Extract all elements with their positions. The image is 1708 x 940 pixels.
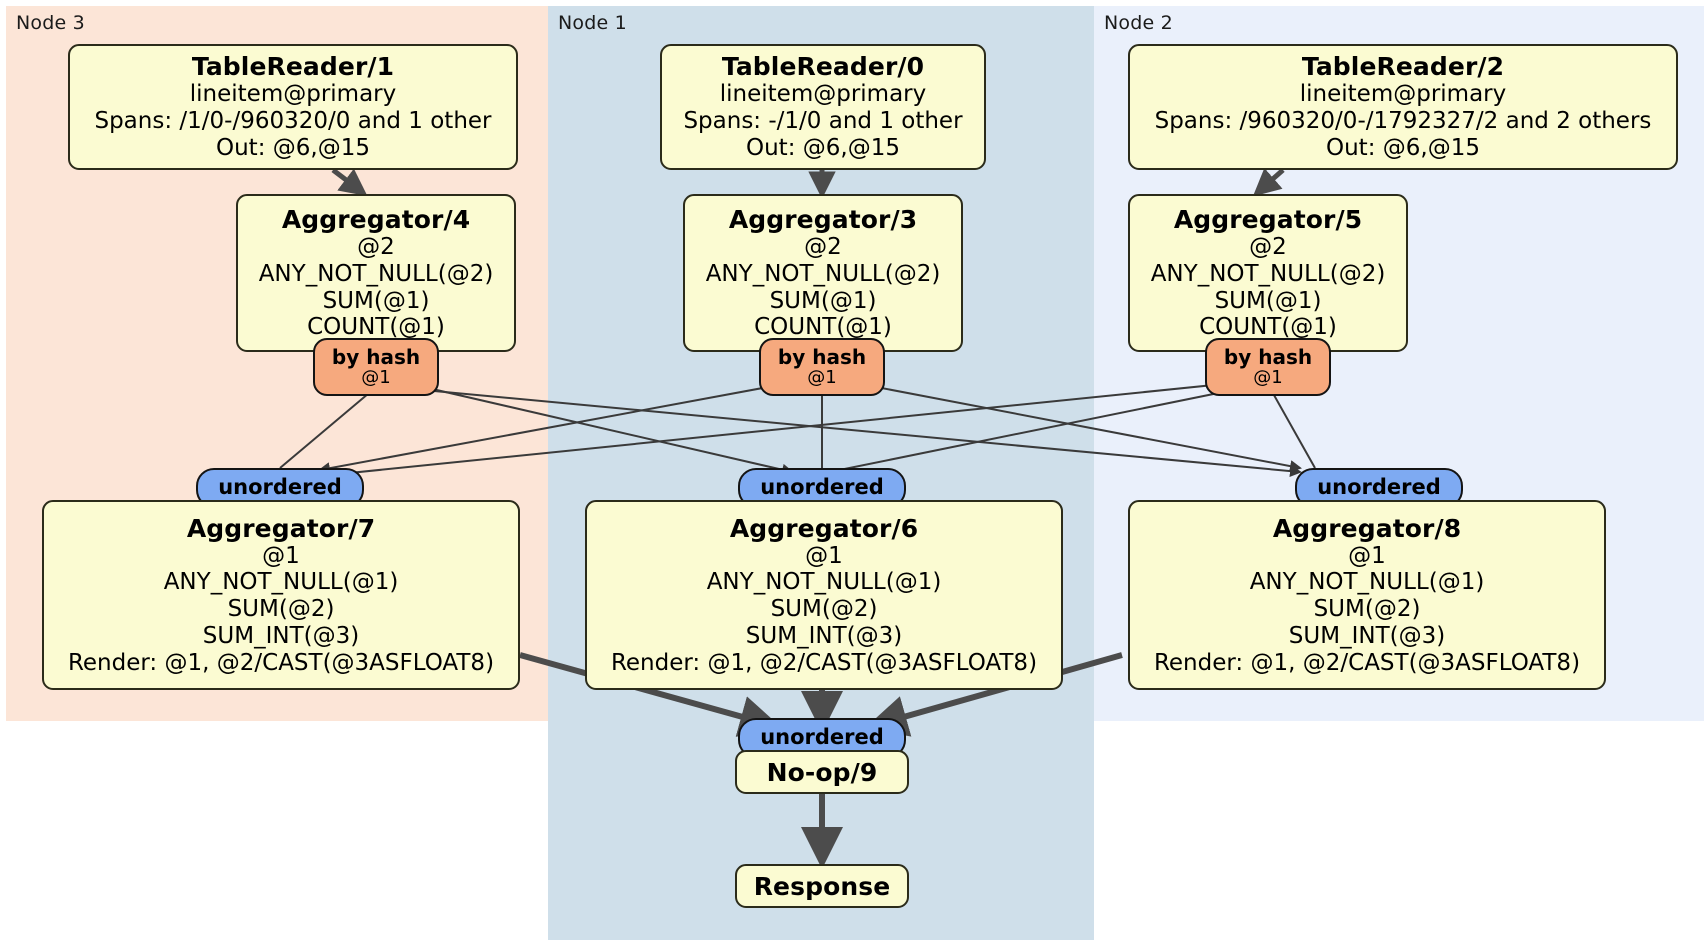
processor-tablereader-0[interactable]: TableReader/0 lineitem@primary Spans: -/…: [660, 44, 986, 170]
processor-tablereader-2[interactable]: TableReader/2 lineitem@primary Spans: /9…: [1128, 44, 1678, 170]
node-panel-label-node1: Node 1: [558, 12, 627, 34]
processor-line: lineitem@primary: [189, 81, 397, 108]
synchronizer-label: unordered: [760, 475, 884, 500]
processor-line: SUM(@2): [770, 596, 878, 623]
router-hash-aggregator-5[interactable]: by hash @1: [1205, 338, 1331, 396]
processor-line: @2: [1249, 234, 1287, 261]
processor-response[interactable]: Response: [735, 864, 909, 908]
processor-title: Aggregator/4: [281, 205, 471, 235]
processor-line: @2: [357, 234, 395, 261]
processor-title: Aggregator/8: [1272, 513, 1462, 543]
processor-line: lineitem@primary: [1299, 81, 1507, 108]
processor-line: ANY_NOT_NULL(@1): [1249, 569, 1485, 596]
router-hash-aggregator-3[interactable]: by hash @1: [759, 338, 885, 396]
processor-line: ANY_NOT_NULL(@2): [1150, 260, 1386, 287]
processor-title: Aggregator/5: [1173, 205, 1363, 235]
router-label: by hash: [1223, 345, 1313, 370]
processor-title: Aggregator/6: [729, 513, 919, 543]
processor-tablereader-1[interactable]: TableReader/1 lineitem@primary Spans: /1…: [68, 44, 518, 170]
router-column: @1: [1253, 367, 1283, 389]
processor-line: COUNT(@1): [754, 314, 892, 341]
processor-title: TableReader/1: [191, 52, 395, 82]
synchronizer-label: unordered: [760, 725, 884, 750]
processor-line: ANY_NOT_NULL(@1): [706, 569, 942, 596]
processor-aggregator-8[interactable]: Aggregator/8 @1 ANY_NOT_NULL(@1) SUM(@2)…: [1128, 500, 1606, 690]
processor-line: @1: [262, 542, 300, 569]
node-panel-label-node2: Node 2: [1104, 12, 1173, 34]
processor-line: SUM(@1): [1214, 287, 1322, 314]
processor-aggregator-3[interactable]: Aggregator/3 @2 ANY_NOT_NULL(@2) SUM(@1)…: [683, 194, 963, 352]
processor-line: SUM(@1): [769, 287, 877, 314]
processor-line: SUM_INT(@3): [1288, 622, 1446, 649]
processor-line: SUM(@1): [322, 287, 430, 314]
processor-title: No-op/9: [766, 757, 878, 787]
synchronizer-label: unordered: [218, 475, 342, 500]
processor-line: Render: @1, @2/CAST(@3ASFLOAT8): [1153, 649, 1581, 676]
processor-title: Aggregator/7: [186, 513, 376, 543]
processor-title: Aggregator/3: [728, 205, 918, 235]
processor-line: Out: @6,@15: [746, 134, 900, 161]
processor-aggregator-4[interactable]: Aggregator/4 @2 ANY_NOT_NULL(@2) SUM(@1)…: [236, 194, 516, 352]
processor-line: @1: [1348, 542, 1386, 569]
processor-line: lineitem@primary: [719, 81, 927, 108]
node-panel-label-node3: Node 3: [16, 12, 85, 34]
processor-title: Response: [753, 871, 891, 901]
router-label: by hash: [777, 345, 867, 370]
processor-line: ANY_NOT_NULL(@2): [258, 260, 494, 287]
router-column: @1: [361, 367, 391, 389]
processor-line: SUM_INT(@3): [202, 622, 360, 649]
processor-noop-9[interactable]: No-op/9: [735, 750, 909, 794]
processor-line: Out: @6,@15: [1326, 134, 1480, 161]
processor-line: SUM(@2): [1313, 596, 1421, 623]
processor-line: Render: @1, @2/CAST(@3ASFLOAT8): [610, 649, 1038, 676]
synchronizer-label: unordered: [1317, 475, 1441, 500]
processor-line: ANY_NOT_NULL(@2): [705, 260, 941, 287]
processor-aggregator-7[interactable]: Aggregator/7 @1 ANY_NOT_NULL(@1) SUM(@2)…: [42, 500, 520, 690]
processor-aggregator-5[interactable]: Aggregator/5 @2 ANY_NOT_NULL(@2) SUM(@1)…: [1128, 194, 1408, 352]
processor-line: COUNT(@1): [307, 314, 445, 341]
router-label: by hash: [331, 345, 421, 370]
router-column: @1: [807, 367, 837, 389]
processor-line: Out: @6,@15: [216, 134, 370, 161]
processor-title: TableReader/0: [721, 52, 925, 82]
processor-line: Spans: /1/0-/960320/0 and 1 other: [94, 108, 492, 135]
processor-line: Spans: -/1/0 and 1 other: [683, 108, 963, 135]
processor-line: SUM(@2): [227, 596, 335, 623]
processor-line: Spans: /960320/0-/1792327/2 and 2 others: [1154, 108, 1652, 135]
processor-line: ANY_NOT_NULL(@1): [163, 569, 399, 596]
processor-line: @1: [805, 542, 843, 569]
processor-line: SUM_INT(@3): [745, 622, 903, 649]
processor-aggregator-6[interactable]: Aggregator/6 @1 ANY_NOT_NULL(@1) SUM(@2)…: [585, 500, 1063, 690]
processor-line: COUNT(@1): [1199, 314, 1337, 341]
processor-title: TableReader/2: [1301, 52, 1505, 82]
processor-line: Render: @1, @2/CAST(@3ASFLOAT8): [67, 649, 495, 676]
router-hash-aggregator-4[interactable]: by hash @1: [313, 338, 439, 396]
processor-line: @2: [804, 234, 842, 261]
